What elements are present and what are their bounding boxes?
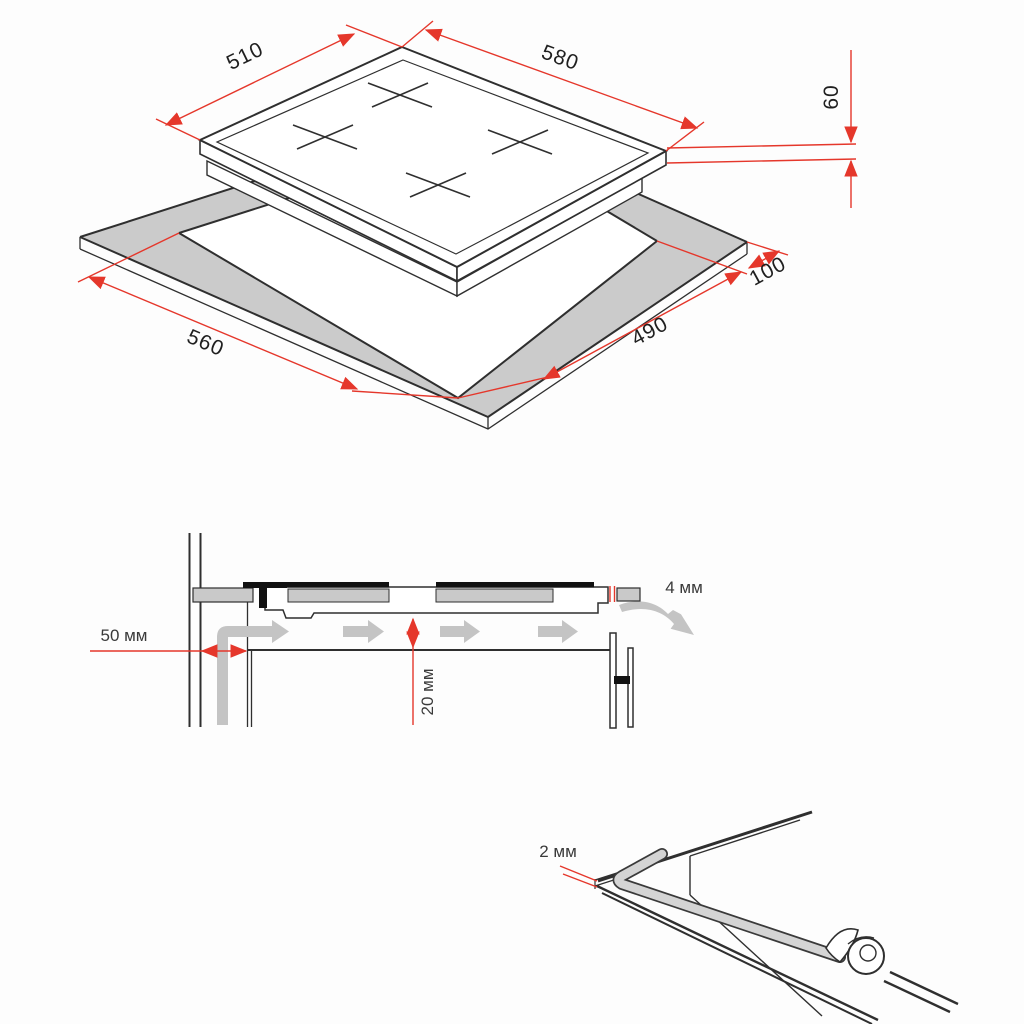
label-20mm: 20 мм — [418, 668, 437, 715]
worktop-left-section — [192, 587, 254, 603]
dim-label-510: 510 — [223, 37, 267, 74]
burner-cross-back — [367, 82, 433, 108]
dim-line-580 — [424, 28, 699, 130]
section-dimensions — [90, 586, 616, 725]
airflow-arrows — [217, 601, 694, 725]
hob-top-right-segment — [436, 582, 594, 588]
dim-label-100: 100 — [746, 252, 790, 290]
label-2mm: 2 мм — [539, 842, 577, 861]
worktop-right-section — [616, 587, 641, 602]
vent-exit-arrow — [619, 601, 694, 635]
label-50mm: 50 мм — [100, 626, 147, 645]
hob-top-left-segment — [243, 582, 389, 588]
dim-label-580: 580 — [538, 41, 582, 76]
hob-extension-lines — [155, 20, 857, 164]
section-view: 50 мм 20 мм 4 мм — [90, 533, 703, 729]
seal-tape-band — [612, 848, 846, 963]
isometric-view: 510 580 60 560 490 100 — [77, 20, 858, 430]
airflow-arrow-1 — [343, 620, 384, 643]
seal-detail: 2 мм — [539, 810, 959, 1024]
dim-line-100 — [747, 250, 781, 269]
wall — [188, 533, 202, 727]
dim-label-60: 60 — [820, 84, 843, 109]
label-4mm: 4 мм — [665, 578, 703, 597]
hob-fixing-clamp — [243, 582, 287, 608]
seal-leader-2 — [562, 873, 598, 888]
dim-label-560: 560 — [184, 325, 228, 361]
dim-line-510 — [164, 33, 356, 126]
dim-line-490 — [542, 271, 743, 380]
dim-line-560 — [87, 276, 359, 390]
seal-leader-1 — [559, 865, 598, 882]
hob-section — [243, 582, 609, 619]
burner-box-right — [435, 588, 554, 603]
airflow-arrow-2 — [440, 620, 480, 643]
burner-box-left — [287, 588, 390, 603]
burner-cross-front — [405, 172, 471, 198]
cutout-extension-lines — [77, 232, 789, 399]
seal-tape-roll — [825, 928, 885, 975]
panel-bracket — [614, 676, 630, 684]
airflow-bent-arrow — [217, 620, 289, 725]
burner-cross-right — [487, 129, 553, 155]
airflow-arrow-3 — [538, 620, 578, 643]
cabinet — [246, 602, 634, 729]
glass-corner-underside — [594, 810, 959, 1024]
burner-cross-left — [292, 124, 358, 150]
rear-panel-2 — [627, 647, 634, 728]
